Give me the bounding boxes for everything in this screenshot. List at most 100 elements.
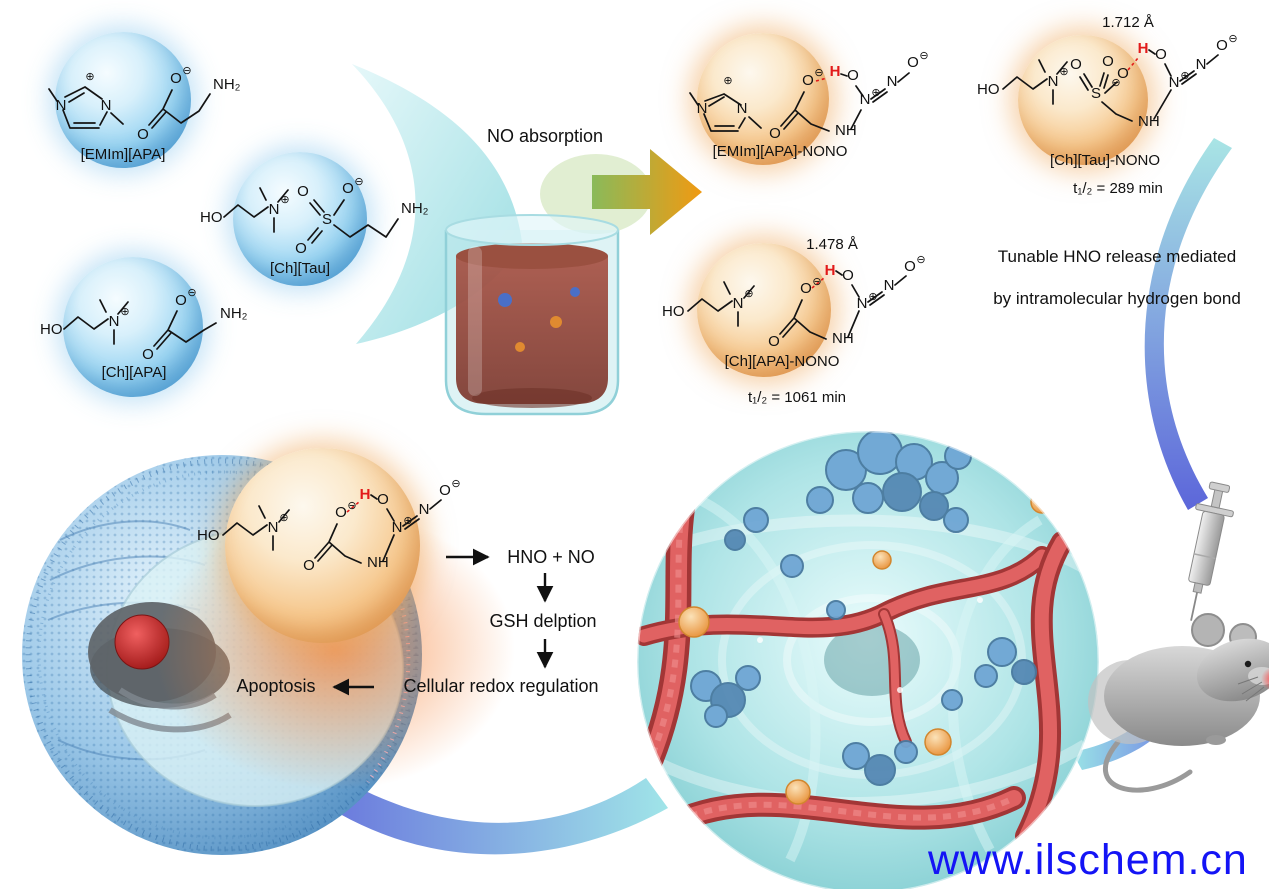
label-halflife-ch-tau: t₁/₂ = 289 min xyxy=(1073,180,1163,197)
bond-lines xyxy=(223,187,399,244)
pathway-apoptosis: Apoptosis xyxy=(236,676,316,696)
charge-plus: ⊕ xyxy=(85,71,94,83)
atom-o: O xyxy=(842,267,854,284)
atom-ho: HO xyxy=(40,321,63,338)
atom-o: O xyxy=(769,125,781,142)
atom-o: O xyxy=(1216,37,1228,54)
atom-nh2: NH₂ xyxy=(220,305,248,322)
il-sphere-ch-tau xyxy=(233,152,367,286)
atom-s: S xyxy=(322,211,332,228)
atom-o: O xyxy=(904,258,916,275)
mouse-illustration xyxy=(1088,613,1269,793)
bond-lines xyxy=(148,89,211,129)
structure-emim-apa-nono: N N ⊕ O ⊖ H O N ⊕ N O ⊖ O NH xyxy=(689,50,929,142)
bubble-blue xyxy=(498,293,512,307)
structure-emim-apa: N N ⊕ O ⊖ O NH₂ xyxy=(48,65,241,143)
atom-o: O xyxy=(1102,53,1114,70)
nono-sphere-emim-apa xyxy=(697,33,829,165)
il-sphere-emim-apa xyxy=(55,32,191,168)
charge-minus: ⊖ xyxy=(919,50,928,62)
pathway-gsh: GSH delption xyxy=(489,611,597,631)
atom-n: N xyxy=(860,91,871,108)
atom-nh2: NH₂ xyxy=(213,76,241,93)
label-ch-apa: [Ch][APA] xyxy=(101,364,167,381)
no-absorption-arrow xyxy=(592,149,702,235)
bond-lines xyxy=(687,270,907,340)
atom-o: O xyxy=(768,333,780,350)
charge-minus: ⊖ xyxy=(814,67,823,79)
charge-plus: ⊕ xyxy=(120,306,129,318)
atom-o: O xyxy=(1117,65,1129,82)
charge-plus: ⊕ xyxy=(1059,66,1068,78)
il-sphere-ch-apa xyxy=(63,257,203,397)
bond-lines xyxy=(689,92,762,132)
atom-h-red: H xyxy=(825,262,836,279)
label-halflife-ch-apa: t₁/₂ = 1061 min xyxy=(747,389,847,406)
atom-n: N xyxy=(697,100,708,117)
nono-sphere-in-cell xyxy=(225,448,420,643)
membrane-folds xyxy=(47,520,206,761)
charge-minus: ⊖ xyxy=(916,254,925,266)
bond-lines xyxy=(1002,49,1219,122)
atom-nh: NH xyxy=(832,330,854,347)
label-distance-ch-tau: 1.712 Å xyxy=(1102,14,1154,31)
atom-n: N xyxy=(56,97,67,114)
charge-plus: ⊕ xyxy=(723,75,732,87)
atom-o: O xyxy=(342,180,354,197)
atom-n: N xyxy=(857,295,868,312)
cell-to-vessel-swoosh xyxy=(300,764,668,855)
release-swoosh xyxy=(1144,138,1232,510)
atom-o: O xyxy=(142,346,154,363)
hydrogen-bond xyxy=(811,277,825,289)
cell-clusters xyxy=(690,431,1037,786)
pathway-hno-no: HNO + NO xyxy=(507,547,595,567)
atom-o: O xyxy=(1070,56,1082,73)
atom-o: O xyxy=(1155,46,1167,63)
pathway-arrows xyxy=(332,548,554,696)
atom-h-red: H xyxy=(830,63,841,80)
atom-n: N xyxy=(101,97,112,114)
bubble-orange xyxy=(550,316,562,328)
label-no-absorption: NO absorption xyxy=(486,126,604,146)
hydrogen-bond xyxy=(815,77,828,82)
atom-o: O xyxy=(800,280,812,297)
atom-nh: NH xyxy=(835,122,857,139)
structure-ch-tau-nono: HO N ⊕ S O O O ⊖ H O N ⊕ N O ⊖ NH xyxy=(977,33,1238,130)
atom-o: O xyxy=(802,72,814,89)
charge-plus: ⊕ xyxy=(744,288,753,300)
atom-o: O xyxy=(295,240,307,257)
atom-n: N xyxy=(1169,74,1180,91)
charge-plus: ⊕ xyxy=(1180,70,1189,82)
structure-ch-tau: HO N ⊕ S O O O ⊖ NH₂ xyxy=(200,176,429,257)
caption-line-1: Tunable HNO release mediated xyxy=(997,247,1237,266)
charge-plus: ⊕ xyxy=(871,87,880,99)
mouse-nose-glow xyxy=(1261,667,1269,691)
atom-o: O xyxy=(137,126,149,143)
bond-lines xyxy=(48,86,124,129)
mouse-eye xyxy=(1244,660,1252,668)
atom-n: N xyxy=(884,277,895,294)
label-emim-apa-nono: [EMIm][APA]-NONO xyxy=(712,143,848,160)
charge-minus: ⊖ xyxy=(812,276,821,288)
label-emim-apa: [EMIm][APA] xyxy=(80,146,166,163)
blood-vessels xyxy=(637,439,1073,847)
bond-lines xyxy=(63,299,217,350)
charge-plus: ⊕ xyxy=(280,194,289,206)
atom-n: N xyxy=(269,201,280,218)
atom-ho: HO xyxy=(977,81,1000,98)
atom-o: O xyxy=(847,67,859,84)
label-ch-tau: [Ch][Tau] xyxy=(269,260,331,277)
label-distance-ch-apa: 1.478 Å xyxy=(806,236,858,253)
charge-minus: ⊖ xyxy=(187,287,196,299)
atom-o: O xyxy=(170,70,182,87)
atom-n: N xyxy=(733,295,744,312)
atom-ho: HO xyxy=(662,303,685,320)
charge-minus: ⊖ xyxy=(1228,33,1237,45)
structure-ch-apa-nono: HO N ⊕ O ⊖ H O N ⊕ N O ⊖ O NH xyxy=(662,254,926,350)
structure-ch-apa-nono-cell xyxy=(196,477,462,575)
atom-n: N xyxy=(887,73,898,90)
atom-n: N xyxy=(1196,56,1207,73)
atom-o: O xyxy=(297,183,309,200)
atom-s: S xyxy=(1091,85,1101,102)
atom-nh2: NH₂ xyxy=(401,200,429,217)
